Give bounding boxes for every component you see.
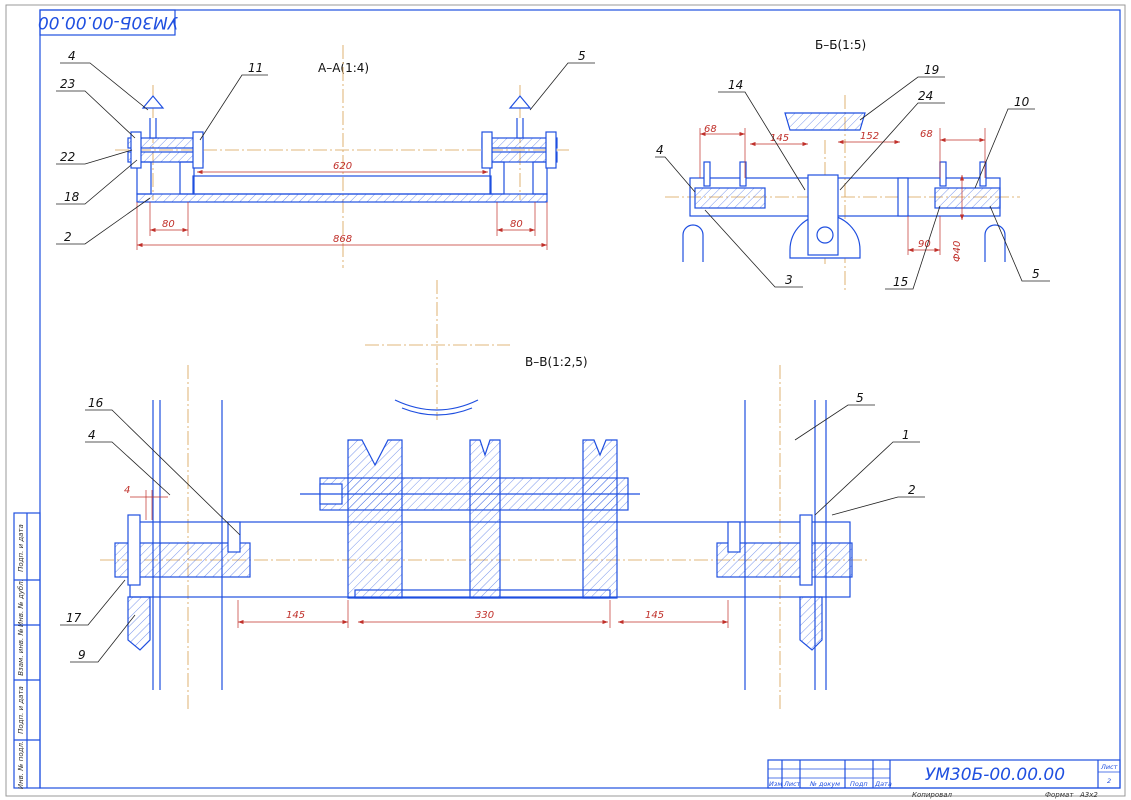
view-section-bb: Б–Б(1:5) 68 145 152 68 90 Ф40 14 19 24 1… — [655, 38, 1050, 290]
dim-80-right: 80 — [510, 219, 523, 230]
side-stamp-label: Инв. № подл. — [17, 741, 25, 789]
outer-frame — [5, 4, 1126, 797]
part-label: 5 — [856, 391, 864, 405]
drawing-designation: УМ30Б-00.00.00 — [925, 765, 1065, 785]
inner-frame — [39, 9, 1121, 789]
part-label: 2 — [64, 230, 72, 244]
col-izm: Изм — [769, 780, 782, 788]
view-section-aa: А–А(1:4) 620 80 80 868 4 23 22 18 2 11 5 — [56, 45, 595, 268]
dim-90: 90 — [918, 239, 931, 250]
sheet-number: 2 — [1107, 777, 1111, 785]
dim-620: 620 — [333, 161, 352, 172]
part-label: 11 — [248, 61, 263, 75]
side-stamp-label: Взам. инв. № — [17, 628, 25, 676]
view-section-vv: В–В(1:2,5) 145 330 145 4 16 4 5 1 2 17 9 — [60, 280, 925, 712]
dim-diameter-40: Ф40 — [952, 241, 963, 262]
part-label: 18 — [64, 190, 80, 204]
part-label: 9 — [78, 648, 86, 662]
view-title-bb: Б–Б(1:5) — [815, 38, 866, 52]
format-label: Формат — [1045, 791, 1074, 799]
part-label: 4 — [656, 143, 664, 157]
dim-145-right: 145 — [645, 610, 664, 621]
dim-68-right: 68 — [920, 129, 933, 140]
col-list: Лист — [783, 780, 801, 788]
part-label: 4 — [88, 428, 96, 442]
part-label: 10 — [1014, 95, 1030, 109]
dim-145-left: 145 — [286, 610, 305, 621]
part-label: 1 — [902, 428, 910, 442]
copied-label: Копировал — [912, 791, 953, 799]
part-label: 23 — [60, 77, 75, 91]
dim-80-left: 80 — [162, 219, 175, 230]
col-date: Дата — [874, 780, 892, 788]
part-label: 5 — [1032, 267, 1040, 281]
view-title-aa: А–А(1:4) — [318, 61, 369, 75]
part-label: 4 — [68, 49, 76, 63]
dim-4: 4 — [124, 485, 130, 496]
view-title-vv: В–В(1:2,5) — [525, 355, 588, 369]
dim-330: 330 — [475, 610, 494, 621]
dim-145: 145 — [770, 133, 789, 144]
part-label: 17 — [66, 611, 82, 625]
title-block: Изм Лист № докум Подп Дата УМ30Б-00.00.0… — [767, 759, 1121, 799]
part-label: 22 — [60, 150, 75, 164]
part-label: 16 — [88, 396, 104, 410]
part-label: 2 — [908, 483, 916, 497]
part-label: 15 — [893, 275, 908, 289]
part-label: 24 — [918, 89, 933, 103]
side-stamp-label: Подп. и дата — [17, 524, 25, 572]
dim-152: 152 — [860, 131, 879, 142]
dim-68-left: 68 — [704, 124, 717, 135]
format-value: А3х2 — [1079, 791, 1098, 799]
sheet-label: Лист — [1100, 763, 1118, 771]
part-label: 5 — [578, 49, 586, 63]
side-stamp-label: Подп. и дата — [17, 686, 25, 734]
part-label: 3 — [785, 273, 793, 287]
side-stamp: Подп. и дата Инв. № дубл. Взам. инв. № П… — [13, 512, 41, 789]
part-label: 19 — [924, 63, 939, 77]
part-label: 14 — [728, 78, 743, 92]
corner-designation: УМ30Б-00.00.00 — [38, 12, 178, 32]
corner-stamp: УМ30Б-00.00.00 — [38, 9, 178, 36]
col-doc: № докум — [809, 780, 840, 788]
col-sign: Подп — [850, 780, 868, 788]
dim-868: 868 — [333, 234, 352, 245]
side-stamp-label: Инв. № дубл. — [17, 579, 25, 627]
